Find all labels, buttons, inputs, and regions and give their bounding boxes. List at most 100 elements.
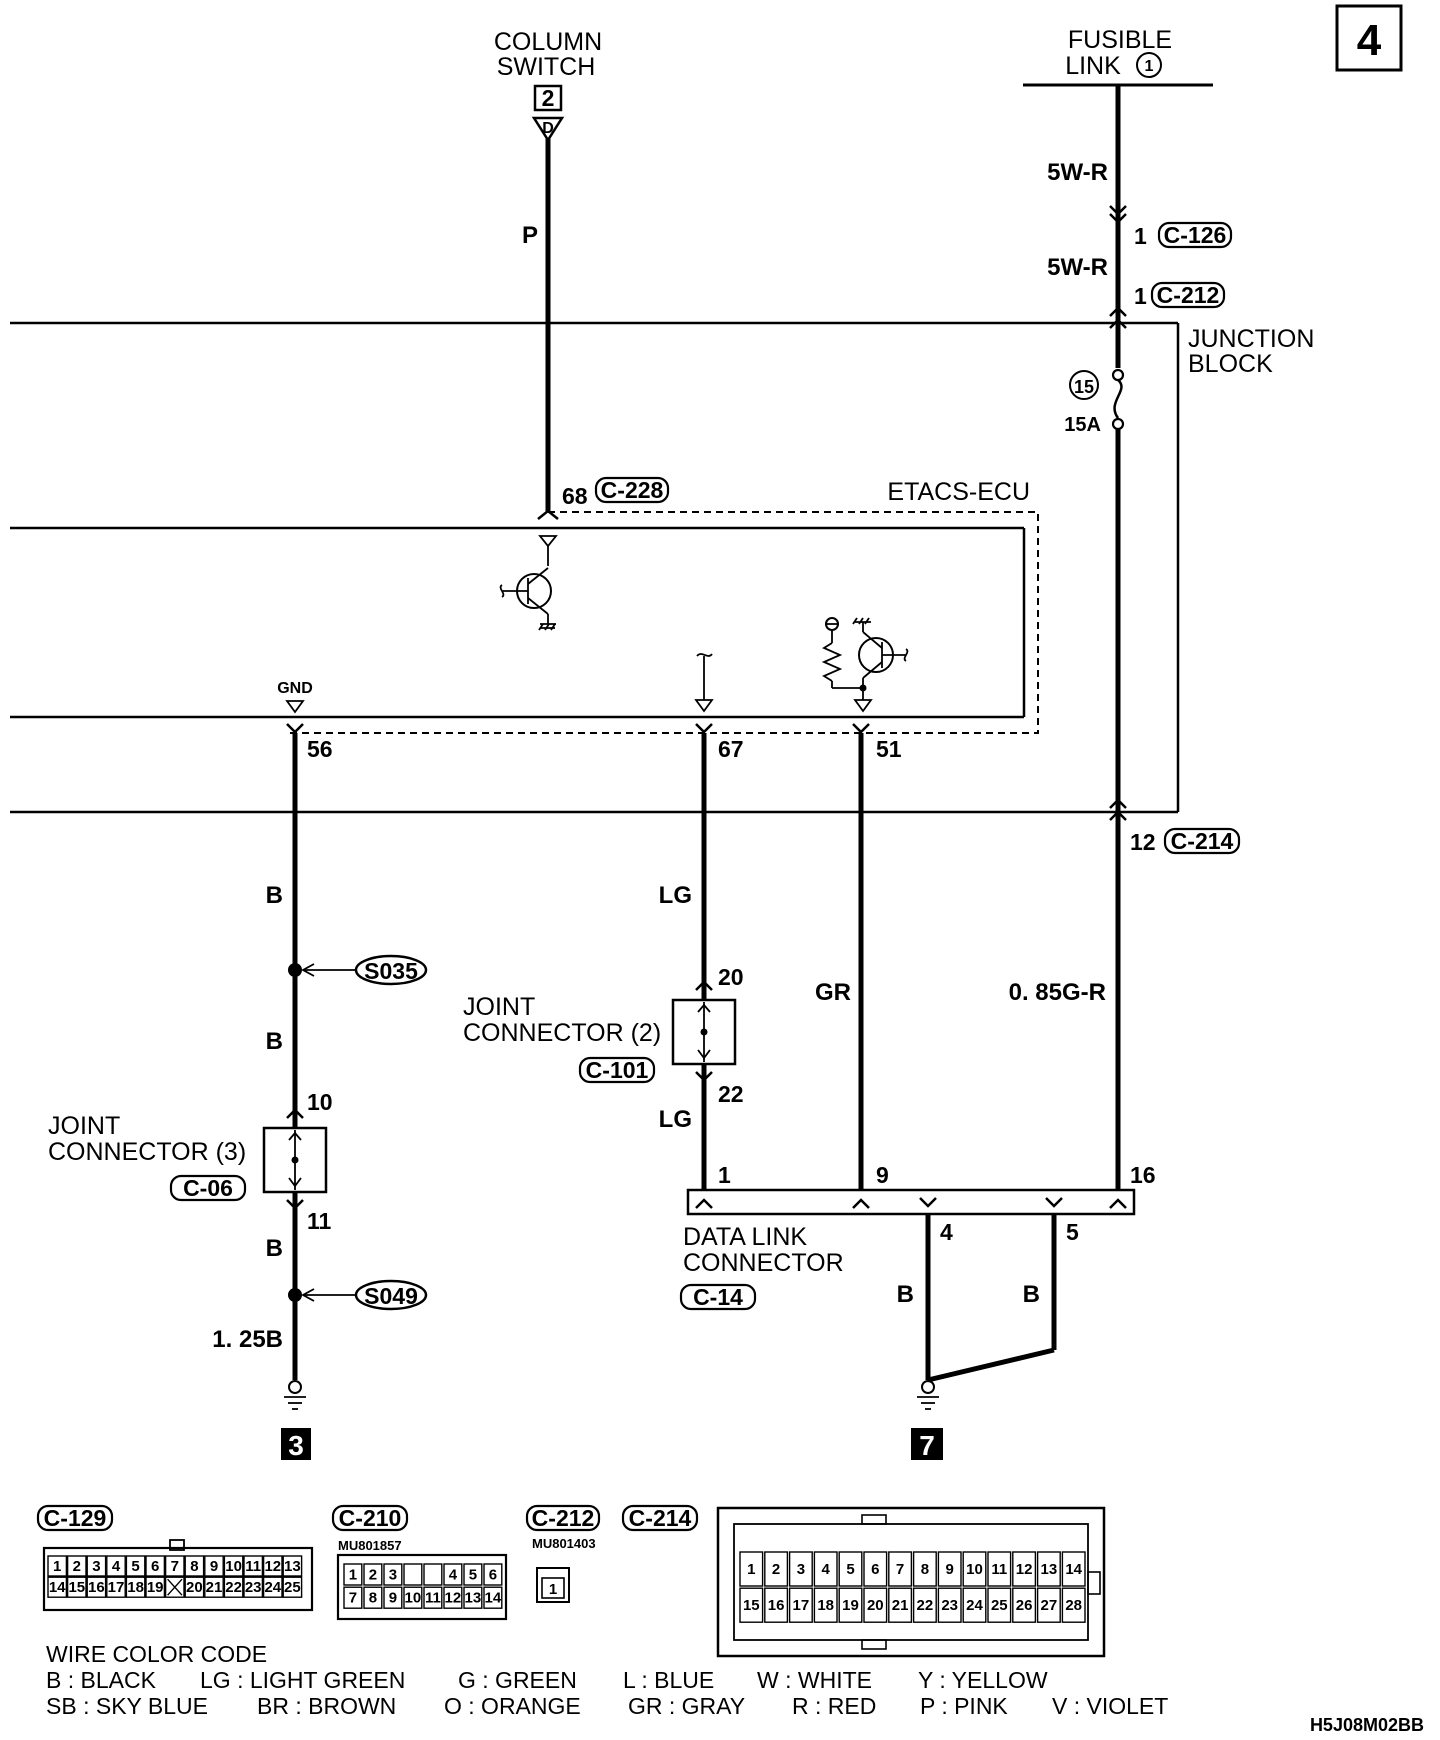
splice-s049: S049	[364, 1283, 418, 1309]
wire-label-lg-1: LG	[659, 882, 692, 909]
pin-cell	[987, 1587, 1012, 1623]
pin-number: 10	[405, 1590, 422, 1607]
wire-label-b-1: B	[266, 882, 283, 909]
pin-cell	[282, 1576, 303, 1598]
column-switch-label-2: SWITCH	[497, 53, 596, 81]
pin-number: 5	[846, 1561, 854, 1578]
pin-cell	[343, 1586, 363, 1609]
pin-cell	[106, 1555, 126, 1577]
pin-number: 15	[743, 1597, 760, 1614]
code-v: V : VIOLET	[1052, 1693, 1168, 1719]
pin-1-c212: 1	[1134, 283, 1147, 309]
lg-circuit: 67 LG 20 JOINT CONNECTOR (2) C-101 22 LG	[463, 723, 744, 1190]
code-p: P : PINK	[920, 1693, 1008, 1719]
pin-number: 2	[772, 1561, 780, 1578]
fuse-number: 15	[1074, 377, 1094, 397]
pin-number: 23	[941, 1597, 958, 1614]
pin-number: 10	[966, 1561, 983, 1578]
pin-cell	[1012, 1587, 1037, 1623]
pin-cell	[739, 1587, 764, 1623]
pin-number: 12	[445, 1590, 462, 1607]
pin-cell	[363, 1563, 383, 1586]
c212-cell: 1	[549, 1581, 557, 1598]
ground-point-3: 3	[288, 1430, 304, 1461]
c129-label: C-129	[44, 1505, 107, 1531]
pin-number: 13	[1041, 1561, 1058, 1578]
pin-cell	[106, 1576, 126, 1598]
pin-cell	[423, 1563, 443, 1586]
pin-cell	[962, 1587, 987, 1623]
wire-label-dlc-5: B	[1023, 1281, 1040, 1308]
joint2-connector: C-101	[586, 1057, 649, 1083]
pin-number: 25	[991, 1597, 1008, 1614]
pin-number: 27	[1041, 1597, 1058, 1614]
code-l: L : BLUE	[623, 1667, 714, 1693]
pin-cell	[838, 1551, 863, 1587]
pin-number: 2	[369, 1567, 377, 1584]
pin-cell	[1012, 1551, 1037, 1587]
pin-cell	[483, 1586, 503, 1609]
pin-number: 12	[1016, 1561, 1033, 1578]
pin-cell	[912, 1551, 937, 1587]
pin-cell	[243, 1576, 264, 1598]
pin-number: 10	[225, 1558, 242, 1575]
joint3-label-1: JOINT	[48, 1112, 120, 1140]
pin-number: 15	[68, 1579, 85, 1596]
pin-cell	[813, 1551, 838, 1587]
pin-cell	[1061, 1587, 1086, 1623]
pin-cell	[66, 1576, 87, 1598]
page-badge-number: 4	[1357, 16, 1382, 65]
pin-number: 3	[389, 1567, 397, 1584]
pin-number: 16	[88, 1579, 105, 1596]
code-b: B : BLACK	[46, 1667, 157, 1693]
pin-number: 7	[349, 1590, 357, 1607]
wire-label-lg-2: LG	[659, 1106, 692, 1133]
pin-cell	[423, 1586, 443, 1609]
pin-number: 7	[896, 1561, 904, 1578]
pin-number: 14	[49, 1579, 66, 1596]
pin-cell	[204, 1576, 224, 1598]
pin-number: 13	[284, 1558, 301, 1575]
fusible-link-label-2: LINK	[1065, 52, 1121, 80]
pin-number: 9	[389, 1590, 397, 1607]
pin-cell	[1061, 1551, 1086, 1587]
code-sb: SB : SKY BLUE	[46, 1693, 208, 1719]
pin-number: 11	[991, 1561, 1007, 1578]
pin-number: 1	[747, 1561, 755, 1578]
code-r: R : RED	[792, 1693, 876, 1719]
pin-cell	[164, 1576, 185, 1598]
pin-cell	[888, 1551, 913, 1587]
pin-number: 4	[449, 1567, 458, 1584]
pin-cell	[47, 1576, 68, 1598]
code-gr: GR : GRAY	[628, 1693, 745, 1719]
pin-cell	[912, 1587, 937, 1623]
pin-cell	[937, 1587, 962, 1623]
pin-number: 11	[245, 1558, 261, 1575]
wire-label-dlc-4: B	[897, 1281, 914, 1308]
joint2-label-2: CONNECTOR (2)	[463, 1019, 661, 1047]
code-o: O : ORANGE	[444, 1693, 581, 1719]
joint2-label-1: JOINT	[463, 993, 535, 1021]
pin-51: 51	[876, 736, 902, 762]
joint2-pin-out: 22	[718, 1081, 744, 1107]
pin-cell	[1036, 1551, 1061, 1587]
junction-block-label-1: JUNCTION	[1188, 325, 1314, 353]
pin-cell	[403, 1586, 423, 1609]
pin-cell	[86, 1555, 107, 1577]
pin-cell	[243, 1555, 264, 1577]
pin-cell	[125, 1555, 146, 1577]
pin-cell	[403, 1563, 423, 1586]
pin-cell	[383, 1563, 403, 1586]
joint2-pin-in: 20	[718, 964, 744, 990]
pin-cell	[343, 1563, 363, 1586]
pin-number: 5	[469, 1567, 477, 1584]
ground-point-7: 7	[919, 1430, 935, 1461]
dlc-label-1: DATA LINK	[683, 1223, 807, 1251]
c212-view-label: C-212	[532, 1505, 595, 1531]
wire-label-p: P	[522, 222, 538, 249]
fuse-rating: 15A	[1064, 414, 1101, 436]
pin-number: 21	[892, 1597, 909, 1614]
pin-cell	[838, 1587, 863, 1623]
pin-cell	[223, 1576, 244, 1598]
pin-number: 17	[793, 1597, 810, 1614]
